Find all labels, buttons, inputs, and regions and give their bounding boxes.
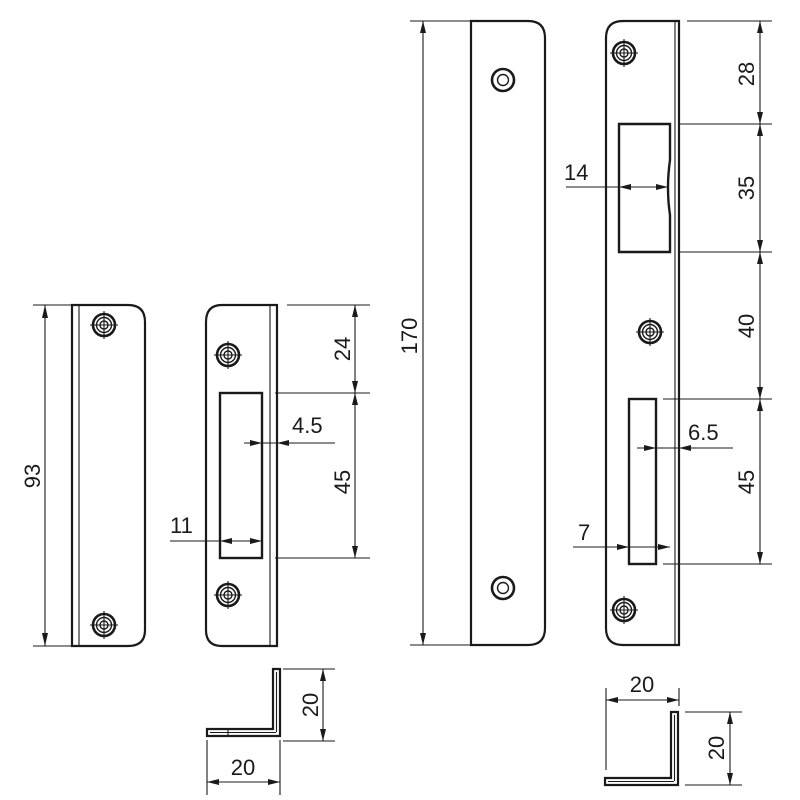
- dim-label-24: 24: [330, 337, 355, 361]
- dimension-20-long: 20 20: [605, 672, 742, 786]
- dimension-20-short: 20 20: [206, 668, 335, 795]
- dim-label-45: 45: [734, 470, 759, 494]
- dim-label-20-horizontal: 20: [630, 672, 654, 697]
- dimension-14: 14: [564, 160, 668, 190]
- dim-label-4-5: 4.5: [292, 413, 323, 438]
- dimension-93: 93: [20, 304, 72, 647]
- dimension-7: 7: [573, 520, 670, 550]
- dim-label-20-vertical: 20: [298, 693, 323, 717]
- angled-strike-plate-long: [604, 19, 681, 647]
- dim-label-6-5: 6.5: [688, 420, 719, 445]
- dim-label-11: 11: [170, 513, 193, 538]
- dim-label-45: 45: [330, 470, 355, 494]
- mounting-hole-icon: [490, 575, 516, 601]
- dim-label-93: 93: [20, 464, 45, 488]
- flat-strike-plate-long: [469, 19, 547, 647]
- latch-slot: [617, 122, 672, 254]
- dimension-4-5: 4.5: [244, 413, 335, 446]
- dimension-6-5: 6.5: [637, 420, 733, 451]
- dim-label-20-horizontal: 20: [231, 755, 255, 780]
- dim-label-35: 35: [734, 176, 759, 200]
- bolt-slot: [627, 397, 658, 566]
- dim-label-40: 40: [734, 314, 759, 338]
- dimension-24-45: 24 45: [275, 304, 370, 559]
- angle-profile-short: [205, 667, 282, 738]
- dim-label-20-vertical: 20: [704, 736, 729, 760]
- flat-strike-plate: [70, 303, 147, 648]
- latch-slot: [218, 391, 264, 560]
- angle-profile-long: [603, 710, 680, 787]
- dimension-170: 170: [397, 20, 471, 646]
- angled-strike-plate-short: [204, 303, 279, 648]
- dim-label-14: 14: [564, 160, 588, 185]
- dim-label-7: 7: [578, 520, 590, 545]
- dimension-chain-right: 28 35 40 45: [663, 20, 772, 565]
- mounting-hole-icon: [490, 67, 516, 93]
- dimension-11: 11: [170, 513, 262, 544]
- dim-label-28: 28: [734, 62, 759, 86]
- dim-label-170: 170: [397, 318, 422, 355]
